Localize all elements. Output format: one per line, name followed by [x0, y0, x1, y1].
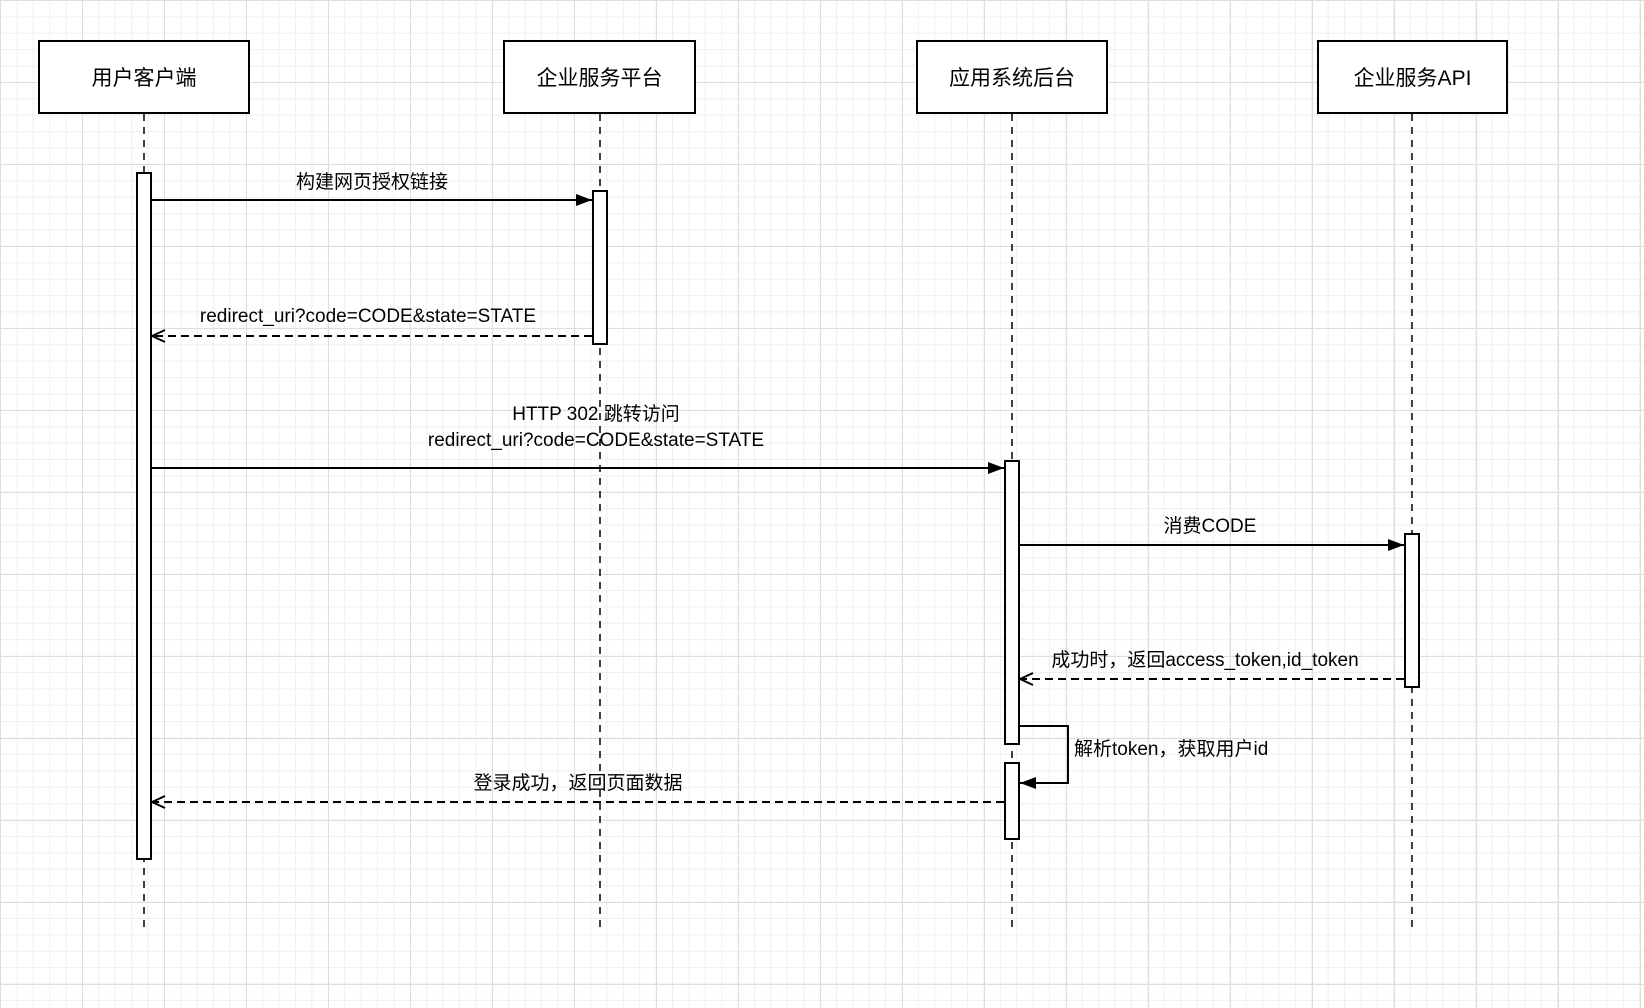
activation-enterprise-api	[1404, 533, 1420, 688]
message-label-http302-line2: redirect_uri?code=CODE&state=STATE	[427, 430, 765, 451]
actor-enterprise-api: 企业服务API	[1317, 40, 1508, 114]
message-label-http302: HTTP 302 跳转访问 redirect_uri?code=CODE&sta…	[428, 402, 764, 454]
activation-enterprise-platform	[592, 190, 608, 345]
actor-enterprise-api-label: 企业服务API	[1353, 67, 1472, 90]
actor-enterprise-platform-label: 企业服务平台	[536, 67, 663, 90]
activation-app-backend-1	[1004, 460, 1020, 745]
activation-user-client	[136, 172, 152, 860]
message-label-consume-code: 消费CODE	[1163, 516, 1257, 537]
actor-user-client: 用户客户端	[38, 40, 250, 114]
message-label-token-return: 成功时，返回access_token,id_token	[1051, 650, 1359, 671]
actor-app-backend: 应用系统后台	[916, 40, 1108, 114]
actor-app-backend-label: 应用系统后台	[949, 67, 1075, 90]
message-label-redirect-return: redirect_uri?code=CODE&state=STATE	[199, 306, 537, 327]
actor-user-client-label: 用户客户端	[91, 67, 197, 90]
actor-enterprise-platform: 企业服务平台	[503, 40, 696, 114]
message-arrow-parse-token-self	[1020, 725, 1069, 789]
message-label-build-auth-link: 构建网页授权链接	[295, 172, 449, 193]
message-label-parse-token: 解析token，获取用户id	[1074, 739, 1269, 760]
activation-app-backend-2	[1004, 762, 1020, 840]
message-label-http302-line1: HTTP 302 跳转访问	[512, 404, 680, 425]
message-label-login-success: 登录成功，返回页面数据	[473, 773, 683, 794]
